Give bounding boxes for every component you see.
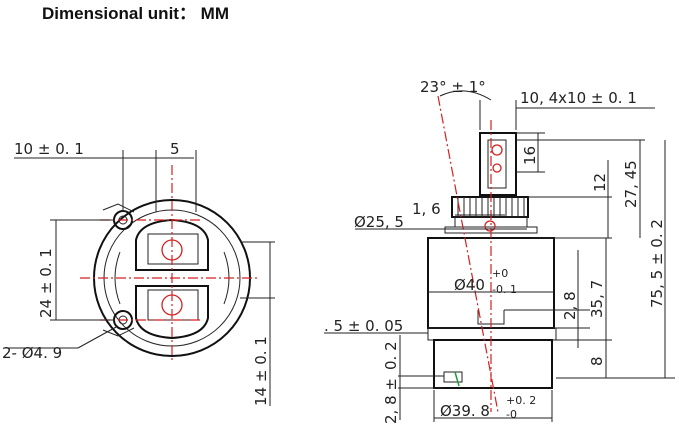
dim-16-small: 1, 6 xyxy=(412,200,441,218)
front-view: 10 ± 0. 1 5 24 ± 0. 1 2- Ø4. 9 14 ± 0. 1 xyxy=(2,140,275,406)
dim-357: 35, 7 xyxy=(588,280,606,318)
dim-2745: 27, 45 xyxy=(622,160,640,208)
dim-8: 8 xyxy=(588,356,606,366)
dim-28-tol: 2, 8 ± xyxy=(382,378,400,424)
stem xyxy=(479,132,517,196)
dim-hole-diameter: 2- Ø4. 9 xyxy=(2,344,62,362)
dim-02: 0. 2 xyxy=(382,341,400,370)
dim-left-vertical: 24 ± 0. 1 xyxy=(37,248,55,318)
dim-12: 12 xyxy=(591,173,609,192)
dim-right-vertical: 14 ± 0. 1 xyxy=(252,336,270,406)
side-view: 23° ± 1° 10, 4x10 ± 0. 1 16 12 27, 45 75… xyxy=(324,78,675,424)
dim-16: 16 xyxy=(521,146,539,165)
dim-d255: Ø25, 5 xyxy=(354,213,404,231)
page-title: Dimensional unit： MM xyxy=(42,4,229,23)
base xyxy=(433,339,553,389)
dim-28: 2, 8 xyxy=(561,291,579,320)
base-ring xyxy=(427,327,557,341)
dim-top-right: 5 xyxy=(170,140,180,158)
dim-top-left: 10 ± 0. 1 xyxy=(14,140,84,158)
dim-05: . 5 ± 0. 05 xyxy=(324,317,403,335)
spline-ring xyxy=(451,196,529,218)
left-bump xyxy=(114,251,121,305)
lower-port xyxy=(135,285,209,340)
dim-d398: Ø39. 8 xyxy=(440,402,490,420)
dim-d40-tol-bottom: -0. 1 xyxy=(492,283,517,296)
dim-d40-tol-top: +0 xyxy=(492,267,508,280)
dim-d398-tol-top: +0. 2 xyxy=(506,394,536,407)
dim-d40: Ø40 xyxy=(454,276,485,294)
dim-angle: 23° ± 1° xyxy=(420,78,486,96)
dim-stem: 10, 4x10 ± 0. 1 xyxy=(520,89,637,107)
tilt-centerline xyxy=(437,95,499,413)
upper-port-inner xyxy=(147,233,199,265)
dim-d398-tol-bottom: -0 xyxy=(506,408,517,421)
dim-755: 75, 5 ± 0. 2 xyxy=(648,219,666,308)
